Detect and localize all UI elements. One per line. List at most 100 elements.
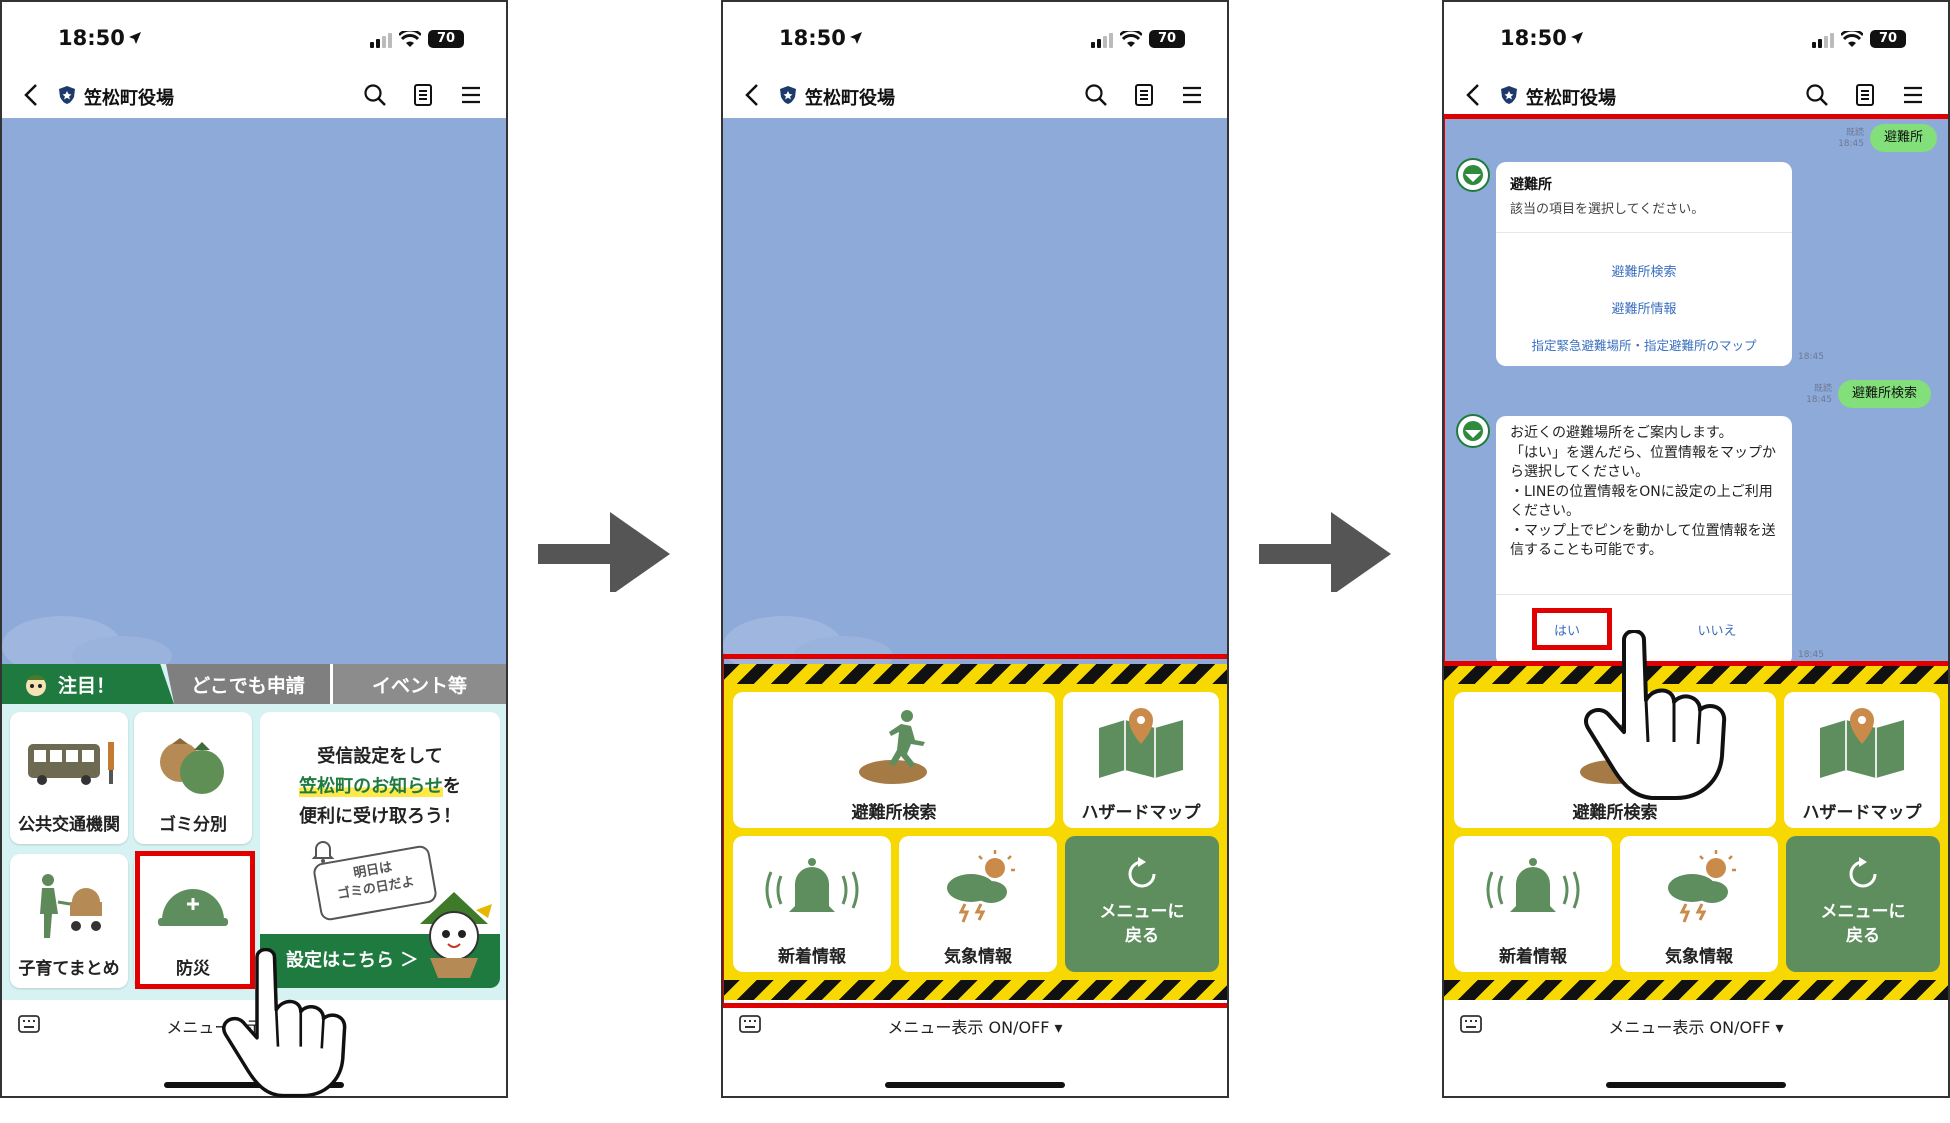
option-shelter-info[interactable]: 避難所情報: [1611, 302, 1677, 317]
status-time: 18:50: [58, 26, 142, 50]
status-icons: 70: [370, 30, 464, 48]
promo-banner[interactable]: 受信設定をして 笠松町のお知らせを 便利に受け取ろう！ 明日は ゴミの日だよ 設…: [260, 712, 500, 988]
keyboard-icon[interactable]: [1460, 1014, 1482, 1034]
back-chevron-icon[interactable]: [1464, 83, 1484, 107]
location-arrow-icon: [128, 32, 141, 44]
signal-icon: [1812, 33, 1834, 48]
hazard-map-button[interactable]: ハザードマップ: [1784, 692, 1940, 828]
back-to-menu-button[interactable]: メニューに 戻る: [1786, 836, 1940, 972]
alarm-bell-icon: [1486, 858, 1580, 912]
persimmon-icon: [160, 738, 224, 794]
hazard-stripe-top: [723, 664, 1227, 684]
shield-icon: [59, 86, 75, 104]
bot-card-location: お近くの避難場所をご案内します。「はい」を選んだら、位置情報をマップから選択して…: [1496, 416, 1792, 666]
back-to-menu-label: メニューに 戻る: [1099, 902, 1185, 946]
message-time: 18:45: [1838, 139, 1864, 149]
status-icons: 70: [1812, 30, 1906, 48]
hamburger-icon[interactable]: [1900, 82, 1926, 108]
outgoing-message: 避難所: [1870, 124, 1938, 152]
signal-icon: [1091, 33, 1113, 48]
notes-icon[interactable]: [1852, 82, 1878, 108]
chat-header: 笠松町役場: [2, 72, 506, 118]
shield-icon: [780, 86, 796, 104]
card-body-line: ・マップ上でピンを動かして位置情報を送信することも可能です。: [1510, 522, 1776, 559]
promo-line2: 笠松町のお知らせを: [260, 772, 500, 802]
back-to-menu-label: メニューに 戻る: [1820, 902, 1906, 946]
tile-transport[interactable]: 公共交通機関: [10, 712, 128, 844]
option-shelter-map[interactable]: 指定緊急避難場所・指定避難所のマップ: [1531, 338, 1757, 353]
new-info-button[interactable]: 新着情報: [733, 836, 891, 972]
yes-button[interactable]: はい: [1553, 624, 1580, 639]
card-body-line: ・LINEの位置情報をONに設定の上ご利用ください。: [1510, 483, 1773, 520]
refresh-icon: [1849, 857, 1877, 888]
wifi-icon: [1841, 31, 1863, 47]
search-icon[interactable]: [1804, 82, 1830, 108]
notes-icon[interactable]: [1131, 82, 1157, 108]
keyboard-icon[interactable]: [739, 1014, 761, 1034]
home-indicator: [1606, 1082, 1786, 1088]
card-body: お近くの避難場所をご案内します。「はい」を選んだら、位置情報をマップから選択して…: [1510, 424, 1780, 561]
status-time: 18:50: [779, 26, 863, 50]
search-icon[interactable]: [1083, 82, 1109, 108]
bus-icon: [28, 742, 114, 785]
rich-menu-disaster: 避難所検索 ハザードマップ 新着情報 気象情報 メニューに 戻る: [723, 664, 1227, 1000]
tile-disaster[interactable]: 防災: [134, 854, 252, 988]
tile-garbage[interactable]: ゴミ分別: [134, 712, 252, 844]
account-name: 笠松町役場: [84, 88, 174, 109]
right-arrow-icon: [538, 512, 670, 592]
new-info-button[interactable]: 新着情報: [1454, 836, 1612, 972]
hazard-map-button[interactable]: ハザードマップ: [1063, 692, 1219, 828]
weather-button[interactable]: 気象情報: [899, 836, 1057, 972]
shelter-search-label: 避難所検索: [1572, 803, 1658, 823]
mascot-icon: [420, 892, 492, 978]
status-bar: 18:50 70: [723, 2, 1227, 80]
tile-childcare[interactable]: 子育てまとめ: [10, 854, 128, 988]
back-chevron-icon[interactable]: [743, 83, 763, 107]
option-shelter-search[interactable]: 避難所検索: [1611, 265, 1677, 280]
menu-tabs: 注目！ どこでも申請 イベント等: [2, 664, 506, 704]
message-time: 18:45: [1806, 395, 1832, 405]
no-button[interactable]: いいえ: [1697, 624, 1737, 639]
search-icon[interactable]: [362, 82, 388, 108]
tab-events[interactable]: イベント等: [330, 664, 506, 704]
shield-icon: [1501, 86, 1517, 104]
weather-label: 気象情報: [944, 947, 1012, 967]
chat-area: [2, 118, 506, 666]
tile-disaster-label: 防災: [176, 959, 210, 979]
card-divider: [1496, 232, 1792, 233]
tab-attention[interactable]: 注目！: [2, 664, 174, 704]
keyboard-icon[interactable]: [18, 1014, 40, 1034]
hazard-stripe-top: [1444, 664, 1948, 684]
menu-toggle[interactable]: メニュー表示 ON/OFF ▾: [887, 1018, 1063, 1037]
card-body-line: 「はい」を選んだら、位置情報をマップから選択してください。: [1510, 444, 1776, 481]
tab-apply[interactable]: どこでも申請: [166, 664, 330, 704]
promo-highlight: 笠松町のお知らせ: [299, 776, 443, 797]
menu-toggle[interactable]: メニュー表示 ON/OFF ▾: [1608, 1018, 1784, 1037]
stroller-icon: [40, 874, 102, 938]
hamburger-icon[interactable]: [458, 82, 484, 108]
location-arrow-icon: [849, 32, 862, 44]
battery-icon: 70: [428, 30, 464, 48]
shelter-search-button[interactable]: 避難所検索: [733, 692, 1055, 828]
card-divider: [1496, 594, 1792, 595]
cloud-decoration: [2, 616, 172, 666]
map-pin-icon: [1099, 708, 1183, 778]
weather-icon: [947, 850, 1015, 923]
battery-icon: 70: [1149, 30, 1185, 48]
weather-button[interactable]: 気象情報: [1620, 836, 1778, 972]
wifi-icon: [1120, 31, 1142, 47]
phone-screen-2: 18:50 70 笠松町役場 避難所検索 ハザードマップ 新着情報: [721, 0, 1229, 1098]
status-bar: 18:50 70: [1444, 2, 1948, 80]
notes-icon[interactable]: [410, 82, 436, 108]
home-indicator: [164, 1082, 344, 1088]
card-title: 避難所: [1510, 177, 1552, 193]
read-receipt: 既読: [1845, 128, 1864, 138]
back-to-menu-button[interactable]: メニューに 戻る: [1065, 836, 1219, 972]
new-info-label: 新着情報: [778, 947, 846, 967]
hamburger-icon[interactable]: [1179, 82, 1205, 108]
back-chevron-icon[interactable]: [22, 83, 42, 107]
location-arrow-icon: [1570, 32, 1583, 44]
tile-transport-label: 公共交通機関: [18, 815, 120, 835]
